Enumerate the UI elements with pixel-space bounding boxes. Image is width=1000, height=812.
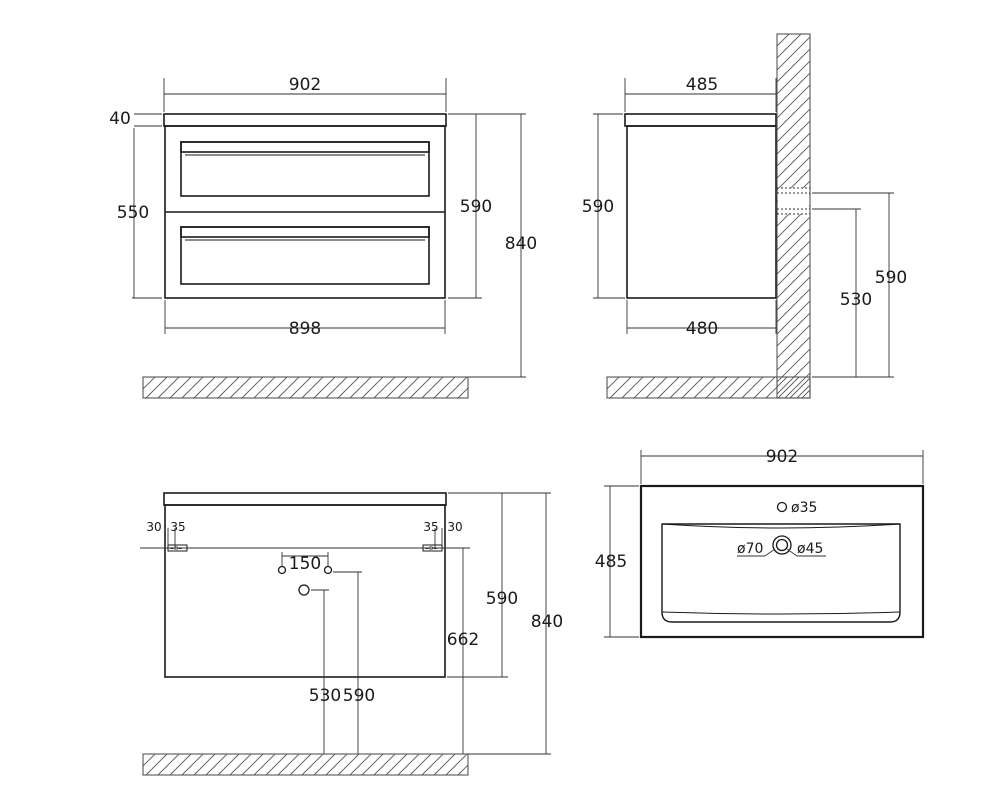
countertop [163, 113, 447, 127]
drain-inner [775, 538, 789, 552]
side-countertop [624, 113, 777, 127]
drawer-upper-handle [180, 141, 430, 153]
dim-width-top: 902 [289, 75, 321, 95]
tap-hole [776, 501, 788, 513]
dim-unit-height: 590 [460, 197, 492, 217]
dim-pipe-upper: 590 [875, 268, 907, 288]
dim-side-unit-height: 590 [582, 197, 614, 217]
back-floor-hatch [142, 753, 469, 776]
dim-depth-bottom: 480 [686, 319, 718, 339]
drain-outer [772, 535, 792, 555]
supply-hole-right [323, 565, 333, 575]
dim-supply-spacing: 150 [289, 554, 321, 574]
back-body [164, 504, 446, 678]
dim-bracket-height: 662 [447, 630, 479, 650]
dim-back-unit-height: 590 [486, 589, 518, 609]
offset-left-2: 35 [170, 520, 185, 534]
drain-inner-label: ø45 [797, 541, 823, 557]
offset-right-2: 30 [447, 520, 462, 534]
back-view: =D= =D= 30 35 35 30 150 530 590 662 [140, 492, 563, 776]
dim-depth-top: 485 [686, 75, 718, 95]
bracket-left-label: =D= [170, 546, 182, 552]
top-view: ø35 ø70 ø45 902 485 [595, 447, 925, 639]
drain-outer-label: ø70 [737, 541, 763, 557]
bracket-left [167, 544, 188, 552]
dim-supply-height: 590 [343, 686, 375, 706]
basin-outline [639, 484, 925, 639]
dim-top-depth: 485 [595, 552, 627, 572]
dim-top-thickness: 40 [109, 109, 131, 129]
basin-bowl [661, 523, 901, 623]
tap-hole-label: ø35 [791, 500, 817, 516]
offset-left-1: 30 [146, 520, 161, 534]
dim-width-bottom: 898 [289, 319, 321, 339]
drawer-lower [180, 226, 430, 285]
drain-hole [298, 584, 310, 596]
drawer-lower-handle [180, 226, 430, 238]
floor-hatch [142, 376, 469, 399]
dim-back-total-height: 840 [531, 612, 563, 632]
supply-hole-left [277, 565, 287, 575]
front-view: 902 898 40 550 590 840 [109, 75, 537, 399]
bracket-right [422, 544, 443, 552]
dim-total-height: 840 [505, 234, 537, 254]
dim-top-width: 902 [766, 447, 798, 467]
side-floor-hatch [606, 376, 811, 399]
bracket-right-label: =D= [425, 546, 437, 552]
dim-drain-height: 530 [309, 686, 341, 706]
dim-body-height: 550 [117, 203, 149, 223]
drawer-upper [180, 141, 430, 197]
side-body [626, 125, 777, 299]
side-view: 485 480 590 590 530 [582, 33, 907, 399]
dim-pipe-lower: 530 [840, 290, 872, 310]
back-countertop [163, 492, 447, 506]
offset-right-1: 35 [423, 520, 438, 534]
